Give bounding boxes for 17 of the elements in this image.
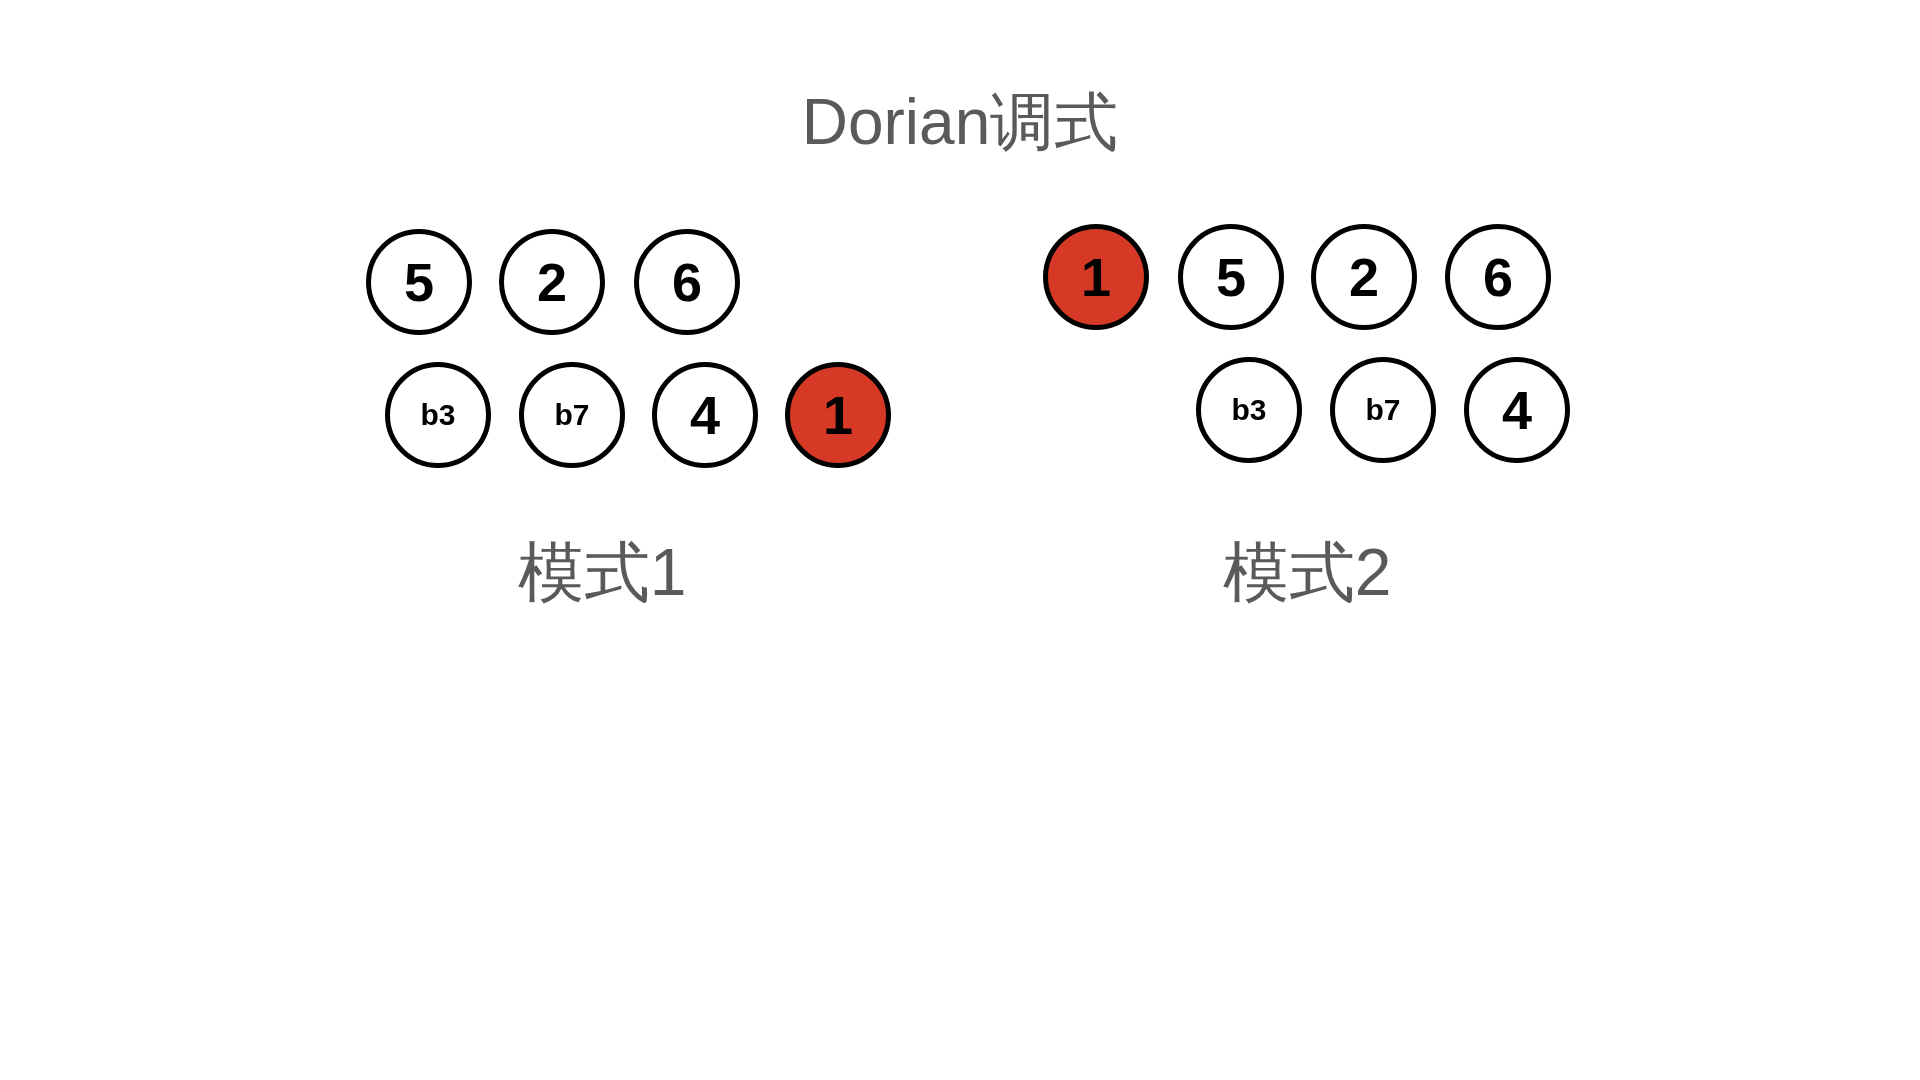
- scale-degree: 4: [689, 384, 720, 446]
- title: Dorian调式: [801, 84, 1119, 160]
- scale-degree: b7: [1365, 393, 1401, 427]
- scale-degree: 1: [822, 384, 853, 446]
- scale-degree: 2: [536, 251, 567, 313]
- scale-degree: b7: [554, 398, 590, 432]
- scale-degree: 6: [671, 251, 702, 313]
- pattern-label: 模式1: [517, 534, 687, 611]
- scale-degree: b3: [420, 398, 456, 432]
- scale-degree: b3: [1231, 393, 1267, 427]
- scale-degree: 6: [1482, 246, 1513, 308]
- pattern-label: 模式2: [1222, 534, 1392, 611]
- scale-degree: 5: [403, 251, 434, 313]
- scale-degree: 5: [1215, 246, 1246, 308]
- scale-degree: 4: [1501, 379, 1532, 441]
- scale-degree: 2: [1348, 246, 1379, 308]
- scale-degree: 1: [1080, 246, 1111, 308]
